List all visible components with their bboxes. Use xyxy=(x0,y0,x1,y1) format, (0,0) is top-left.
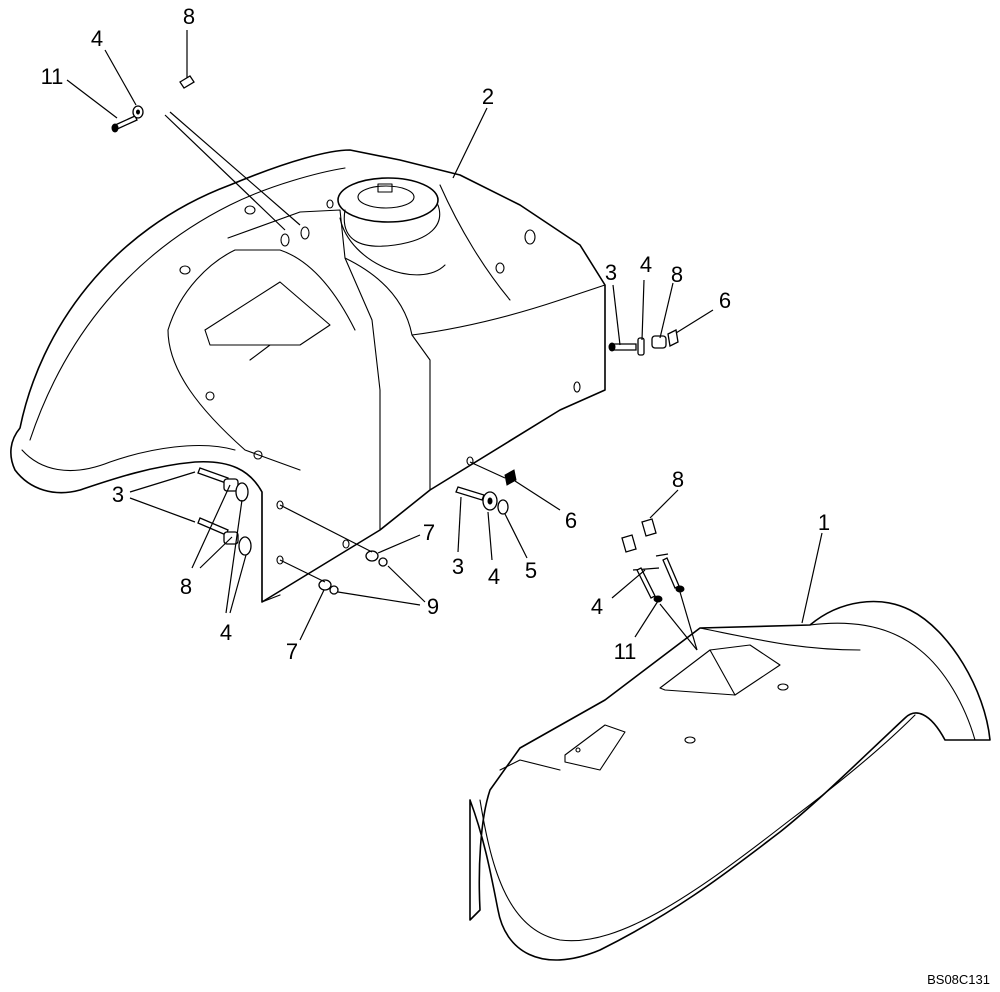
callout-6: 6 xyxy=(565,508,577,533)
callout-3: 3 xyxy=(605,260,617,285)
hardware-rear xyxy=(621,518,685,603)
callout-8: 8 xyxy=(672,467,684,492)
callout-3: 3 xyxy=(452,554,464,579)
hardware-right xyxy=(608,329,679,356)
callout-7: 7 xyxy=(286,639,298,664)
callout-4: 4 xyxy=(640,252,652,277)
hardware-left xyxy=(197,467,388,595)
callout-6: 6 xyxy=(719,288,731,313)
callout-7: 7 xyxy=(423,520,435,545)
callout-8: 8 xyxy=(180,574,192,599)
hardware-top-left xyxy=(111,75,195,133)
callout-9: 9 xyxy=(427,594,439,619)
fender-part-1 xyxy=(469,600,991,961)
callout-3: 3 xyxy=(112,482,124,507)
callout-4: 4 xyxy=(220,620,232,645)
callout-11: 11 xyxy=(41,64,64,89)
figure-code: BS08C131 xyxy=(927,972,990,987)
callout-8: 8 xyxy=(671,262,683,287)
callout-4: 4 xyxy=(91,26,103,51)
callout-4: 4 xyxy=(591,594,603,619)
hardware-center xyxy=(455,469,517,515)
fender-part-2 xyxy=(10,149,606,603)
callout-11: 11 xyxy=(614,639,637,664)
callout-1: 1 xyxy=(818,510,830,535)
leader-lines xyxy=(66,30,823,651)
callout-2: 2 xyxy=(482,84,494,109)
callout-8: 8 xyxy=(183,4,195,29)
callout-4: 4 xyxy=(488,564,500,589)
callout-5: 5 xyxy=(525,558,537,583)
callouts: 2 8 4 11 3 4 8 6 6 3 4 5 7 9 7 3 8 4 1 8… xyxy=(41,4,831,664)
